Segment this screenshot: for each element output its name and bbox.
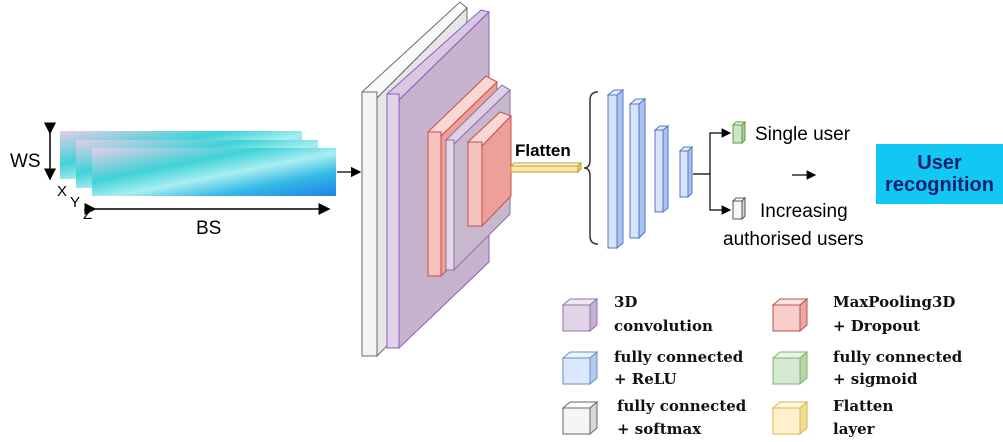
legend-relu-line2: + ReLU xyxy=(614,370,677,388)
legend-swatch-softmax xyxy=(561,400,599,436)
input-tensor-stack xyxy=(60,131,336,196)
legend-sigmoid-line2: + sigmoid xyxy=(833,370,918,388)
legend-maxpool-line2: + Dropout xyxy=(833,317,920,335)
dense-layer-4 xyxy=(678,145,694,199)
flatten-layer-bar xyxy=(509,161,583,174)
pool-block-2 xyxy=(467,111,512,228)
sigmoid-output-node xyxy=(731,120,747,145)
increasing-label-line1: Increasing xyxy=(760,201,848,222)
increasing-label-line2: authorised users xyxy=(723,229,863,250)
legend-maxpool-line1: MaxPooling3D xyxy=(833,293,955,311)
axis-y-label: Y xyxy=(70,194,80,211)
legend-flatten-line2: layer xyxy=(833,420,876,438)
branch-arrow-single xyxy=(693,128,732,175)
legend-flatten-line1: Flatten xyxy=(833,397,893,415)
legend-conv3d-line1: 3D xyxy=(614,293,637,311)
legend-softmax-line2: + softmax xyxy=(617,420,702,438)
legend: 3D convolution MaxPooling3D + Dropout fu… xyxy=(561,293,963,438)
input-slice-3 xyxy=(92,148,336,196)
axis-x-label: X xyxy=(57,183,67,200)
dense-layer-3 xyxy=(653,124,670,214)
legend-swatch-relu xyxy=(561,350,599,386)
dense-layer-1 xyxy=(606,88,625,250)
legend-softmax-line1: fully connected xyxy=(617,397,747,415)
user-recognition-box: User recognition xyxy=(876,144,1003,204)
legend-swatch-maxpool xyxy=(771,297,809,333)
dense-layer-2 xyxy=(628,97,647,240)
brace xyxy=(583,91,599,245)
flatten-label: Flatten xyxy=(515,141,571,160)
single-user-label: Single user xyxy=(755,124,851,145)
legend-sigmoid-line1: fully connected xyxy=(833,348,963,366)
bs-label: BS xyxy=(196,218,221,239)
legend-conv3d-line2: convolution xyxy=(614,317,713,335)
user-recognition-line2: recognition xyxy=(885,174,994,196)
axis-z-label: Z xyxy=(83,206,92,223)
ws-label: WS xyxy=(10,151,41,172)
branch-arrow-multi xyxy=(709,174,732,215)
user-recognition-line1: User xyxy=(917,152,962,174)
legend-relu-line1: fully connected xyxy=(614,348,744,366)
legend-swatch-flatten xyxy=(771,400,809,436)
softmax-output-node xyxy=(731,196,747,221)
legend-swatch-conv3d xyxy=(561,297,599,333)
legend-swatch-sigmoid xyxy=(771,350,809,386)
